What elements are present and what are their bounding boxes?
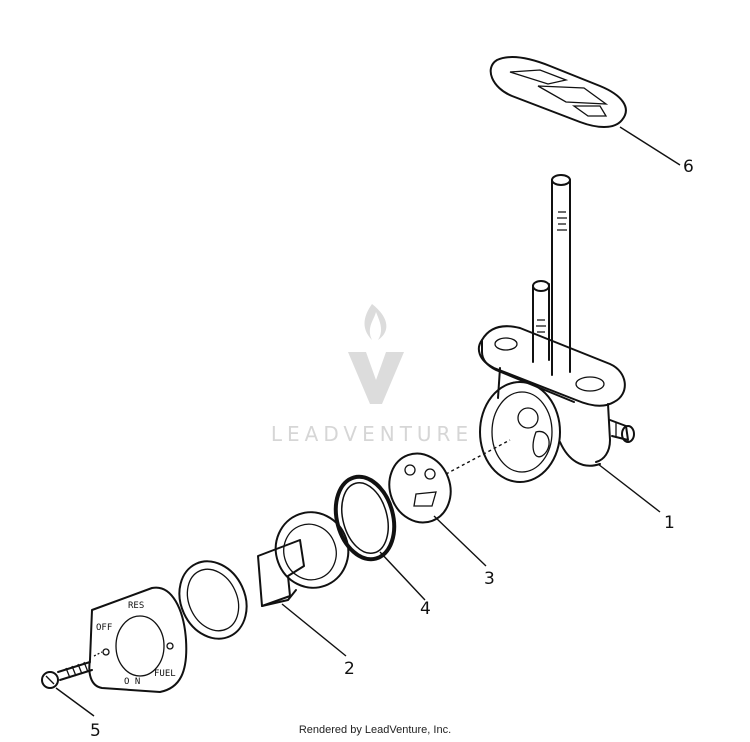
part-5-screw[interactable] — [41, 651, 103, 689]
callout-3: 3 — [484, 569, 495, 589]
footer-credit: Rendered by LeadVenture, Inc. — [298, 724, 452, 736]
watermark: LEADVENTURE — [271, 304, 473, 446]
callout-1: 1 — [664, 513, 675, 533]
plate-label-res: RES — [128, 601, 144, 611]
leader-lines — [55, 126, 681, 717]
part-1-valve-body[interactable] — [477, 174, 635, 483]
part-4-o-ring[interactable] — [327, 470, 403, 566]
callout-6: 6 — [683, 157, 694, 177]
watermark-logo-icon — [348, 304, 404, 404]
part-3-disc-gasket[interactable] — [380, 445, 460, 531]
plate-label-off: OFF — [96, 623, 112, 633]
valve-face-plate: RES OFF O N FUEL — [88, 586, 188, 693]
part-2-lever[interactable] — [257, 502, 359, 607]
callouts: 6 1 3 4 2 5 — [90, 157, 694, 741]
lever-seal-ring — [178, 560, 248, 640]
plate-label-on: O N — [124, 677, 140, 687]
plate-label-fuel: FUEL — [154, 669, 176, 679]
watermark-text: LEADVENTURE — [271, 422, 473, 446]
part-6-gasket[interactable] — [489, 56, 627, 128]
callout-5: 5 — [90, 721, 101, 741]
callout-2: 2 — [344, 659, 355, 679]
callout-4: 4 — [420, 599, 431, 619]
